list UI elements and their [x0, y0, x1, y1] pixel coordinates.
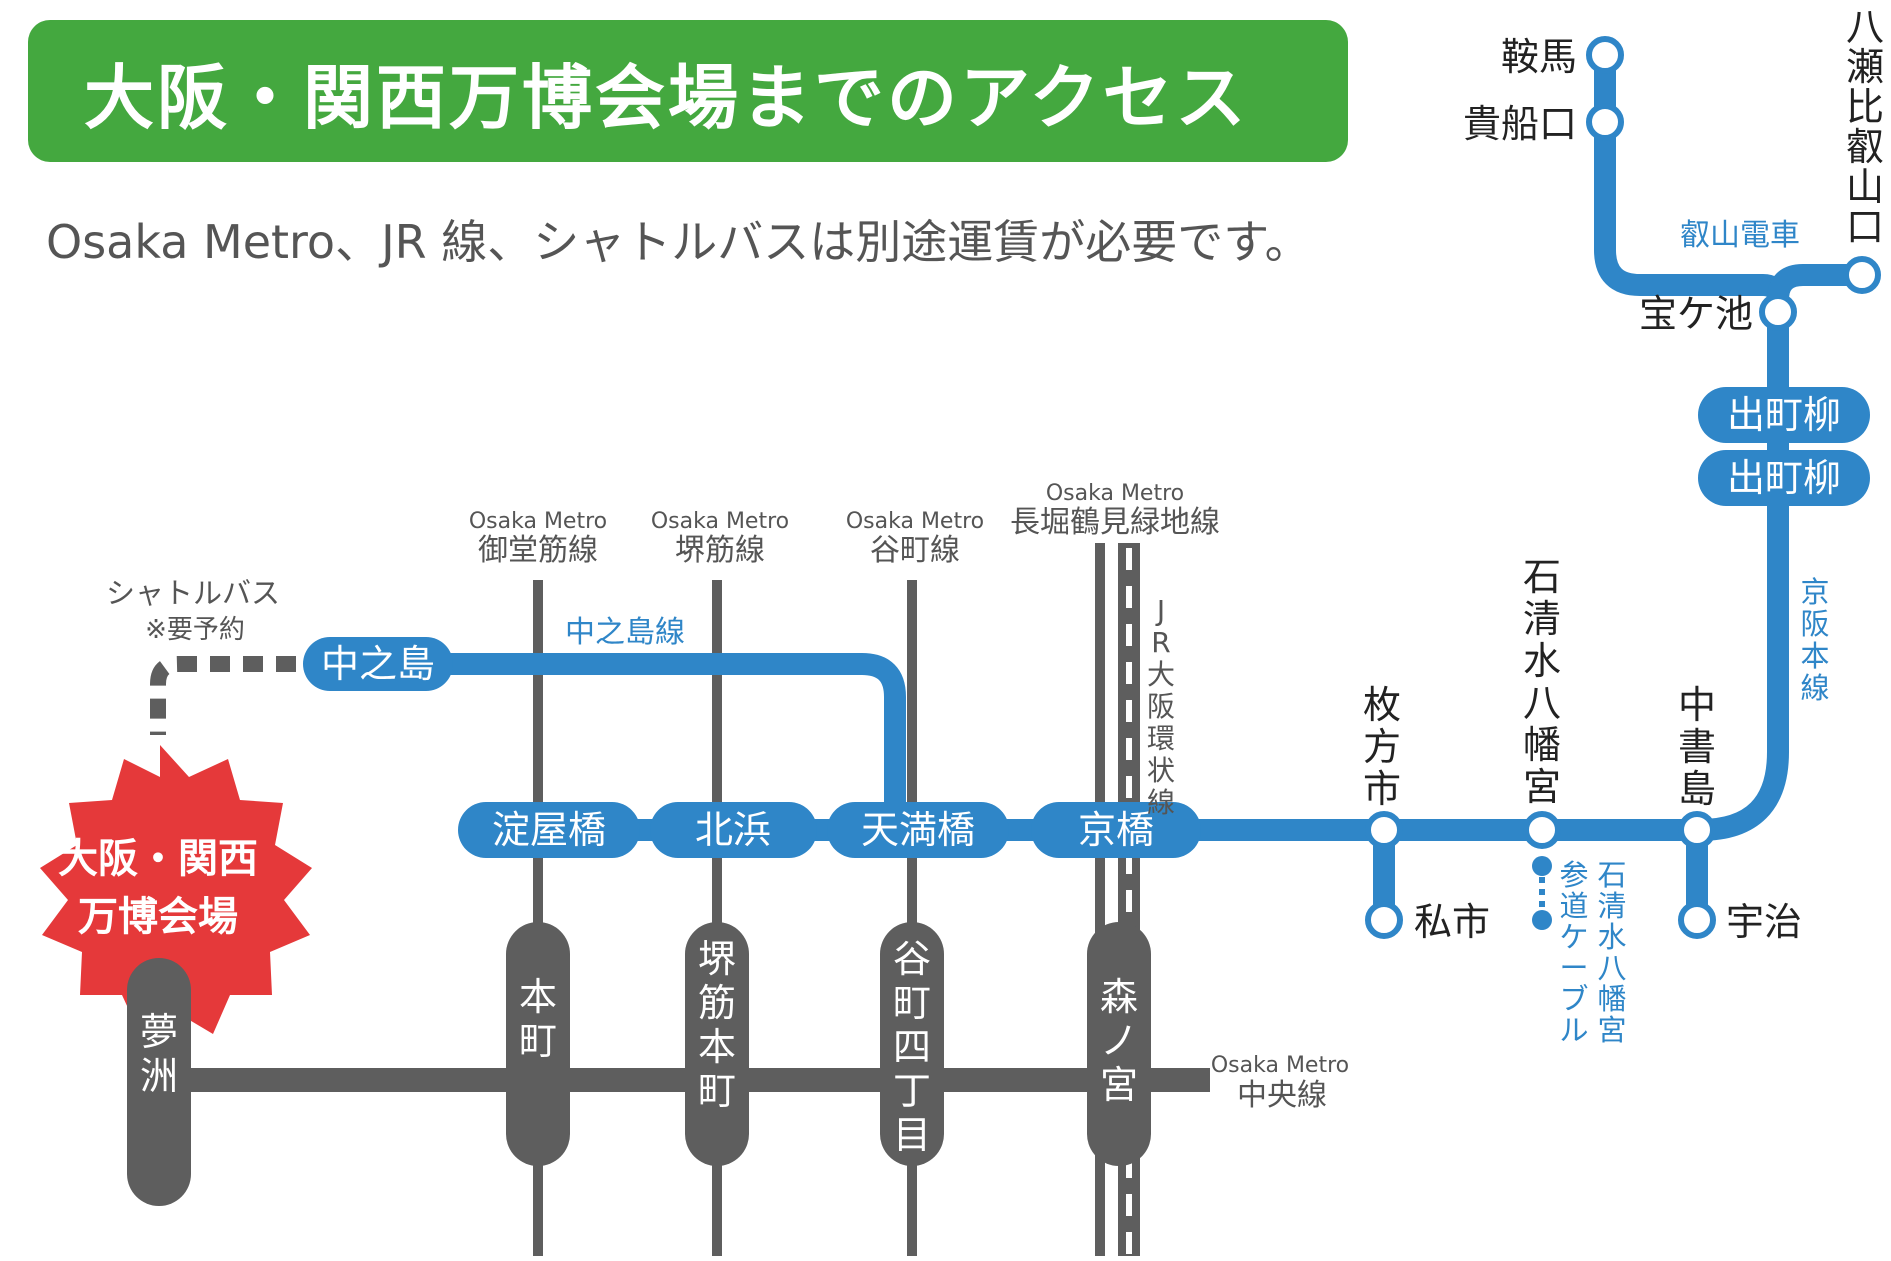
- station-label-takaragaike: 宝ケ池: [1639, 292, 1753, 336]
- line-midosuji: [533, 580, 543, 1256]
- metro-operator-sakaisuji: Osaka Metro: [651, 509, 789, 534]
- fare-note: Osaka Metro、JR 線、シャトルバスは別途運賃が必要です。: [46, 215, 1311, 269]
- station-label-morinomiya: 森ノ宮: [1100, 975, 1138, 1107]
- station-label-demachiyanagi-1: 出町柳: [1727, 393, 1841, 437]
- station-label-kyobashi: 京橋: [1078, 808, 1154, 852]
- metro-name-tanimachi: 谷町線: [870, 533, 960, 568]
- line-eizan-kurama: [1594, 44, 1789, 311]
- metro-name-chuo: 中央線: [1237, 1078, 1327, 1113]
- line-tanimachi: [907, 580, 917, 1256]
- station-label-kitahama: 北浜: [695, 808, 771, 852]
- cable-stop: [1532, 856, 1552, 876]
- line-label-nakanoshima: 中之島線: [565, 615, 685, 650]
- line-label-keihan-main: 京阪本線: [1800, 575, 1829, 705]
- station-label-hommachi: 本町: [519, 975, 557, 1063]
- keihan-station-demachiyanagi-2[interactable]: 出町柳: [1698, 450, 1870, 506]
- venue-name-line2: 万博会場: [78, 894, 238, 940]
- keihan-station-yodoyabashi[interactable]: 淀屋橋: [458, 802, 640, 858]
- station-label-yaseyamabashi: 八瀬比叡山口: [1846, 5, 1884, 249]
- metro-name-nagahori: 長堀鶴見緑地線: [1010, 505, 1220, 540]
- metro-station-hommachi[interactable]: 本町: [506, 922, 570, 1166]
- circle-stations: [1365, 36, 1881, 939]
- station-label-chushojima: 中書島: [1678, 683, 1716, 811]
- cable-stop: [1532, 910, 1552, 930]
- station-label-demachiyanagi-2: 出町柳: [1727, 456, 1841, 500]
- title-banner: [28, 20, 1348, 162]
- line-nakanoshima: [369, 653, 906, 841]
- station-label-sakaisuji-hommachi: 堺筋本町: [698, 937, 736, 1113]
- station-label-uji: 宇治: [1726, 900, 1802, 944]
- shuttle-bus-route: [150, 656, 296, 735]
- station-dot-hirakatashi[interactable]: [1365, 811, 1403, 849]
- station-label-tanimachi-4: 谷町四丁目: [893, 937, 931, 1157]
- station-dot-iwashimizu[interactable]: [1523, 811, 1561, 849]
- metro-name-midosuji: 御堂筋線: [478, 533, 598, 568]
- metro-station-yumeshima[interactable]: 夢洲: [127, 958, 191, 1206]
- keihan-station-kyobashi[interactable]: 京橋: [1031, 802, 1201, 858]
- line-sakaisuji: [712, 580, 722, 1256]
- venue-starburst: [40, 745, 312, 1034]
- shuttle-bus-reservation: ※要予約: [145, 615, 245, 645]
- line-label-eizan: 叡山電車: [1680, 218, 1800, 253]
- station-label-nakanoshima: 中之島: [321, 642, 435, 686]
- station-dot-kurama[interactable]: [1586, 36, 1624, 74]
- line-nagahori: [1095, 543, 1105, 1256]
- station-dot-shiichi[interactable]: [1365, 901, 1403, 939]
- metro-lines: [533, 543, 1105, 1256]
- keihan-station-nakanoshima[interactable]: 中之島: [303, 637, 453, 691]
- station-dot-uji[interactable]: [1678, 901, 1716, 939]
- station-dot-kibuneguchi[interactable]: [1586, 103, 1624, 141]
- shuttle-bus-label: シャトルバス: [106, 576, 280, 610]
- station-label-yumeshima: 夢洲: [140, 1010, 178, 1098]
- keihan-station-demachiyanagi-1[interactable]: 出町柳: [1698, 387, 1870, 443]
- venue-name-line1: 大阪・関西: [58, 836, 258, 882]
- station-dot-takaragaike[interactable]: [1759, 293, 1797, 331]
- station-label-kurama: 鞍馬: [1501, 35, 1577, 79]
- metro-station-sakaisuji-hommachi[interactable]: 堺筋本町: [685, 922, 749, 1166]
- station-label-hirakatashi: 枚方市: [1363, 683, 1401, 811]
- station-label-yodoyabashi: 淀屋橋: [492, 808, 606, 852]
- metro-operator-nagahori: Osaka Metro: [1046, 481, 1184, 506]
- line-label-cable: 石清水八幡宮参道ケーブル: [1559, 858, 1626, 1047]
- station-dot-chushojima[interactable]: [1678, 811, 1716, 849]
- metro-operator-midosuji: Osaka Metro: [469, 509, 607, 534]
- metro-station-tanimachi-4[interactable]: 谷町四丁目: [880, 922, 944, 1166]
- metro-operator-chuo: Osaka Metro: [1211, 1053, 1349, 1078]
- metro-name-sakaisuji: 堺筋線: [675, 533, 765, 568]
- station-label-shiichi: 私市: [1414, 900, 1490, 944]
- station-label-kibuneguchi: 貴船口: [1463, 102, 1577, 146]
- metro-station-morinomiya[interactable]: 森ノ宮: [1087, 922, 1151, 1166]
- metro-operator-tanimachi: Osaka Metro: [846, 509, 984, 534]
- station-dot-yase[interactable]: [1843, 256, 1881, 294]
- station-label-iwashimizu: 石清水八幡宮: [1523, 555, 1561, 809]
- page-title: 大阪・関西万博会場までのアクセス: [84, 57, 1249, 139]
- station-label-temmabashi: 天満橋: [861, 808, 975, 852]
- keihan-station-kitahama[interactable]: 北浜: [650, 802, 817, 858]
- keihan-station-temmabashi[interactable]: 天満橋: [827, 802, 1009, 858]
